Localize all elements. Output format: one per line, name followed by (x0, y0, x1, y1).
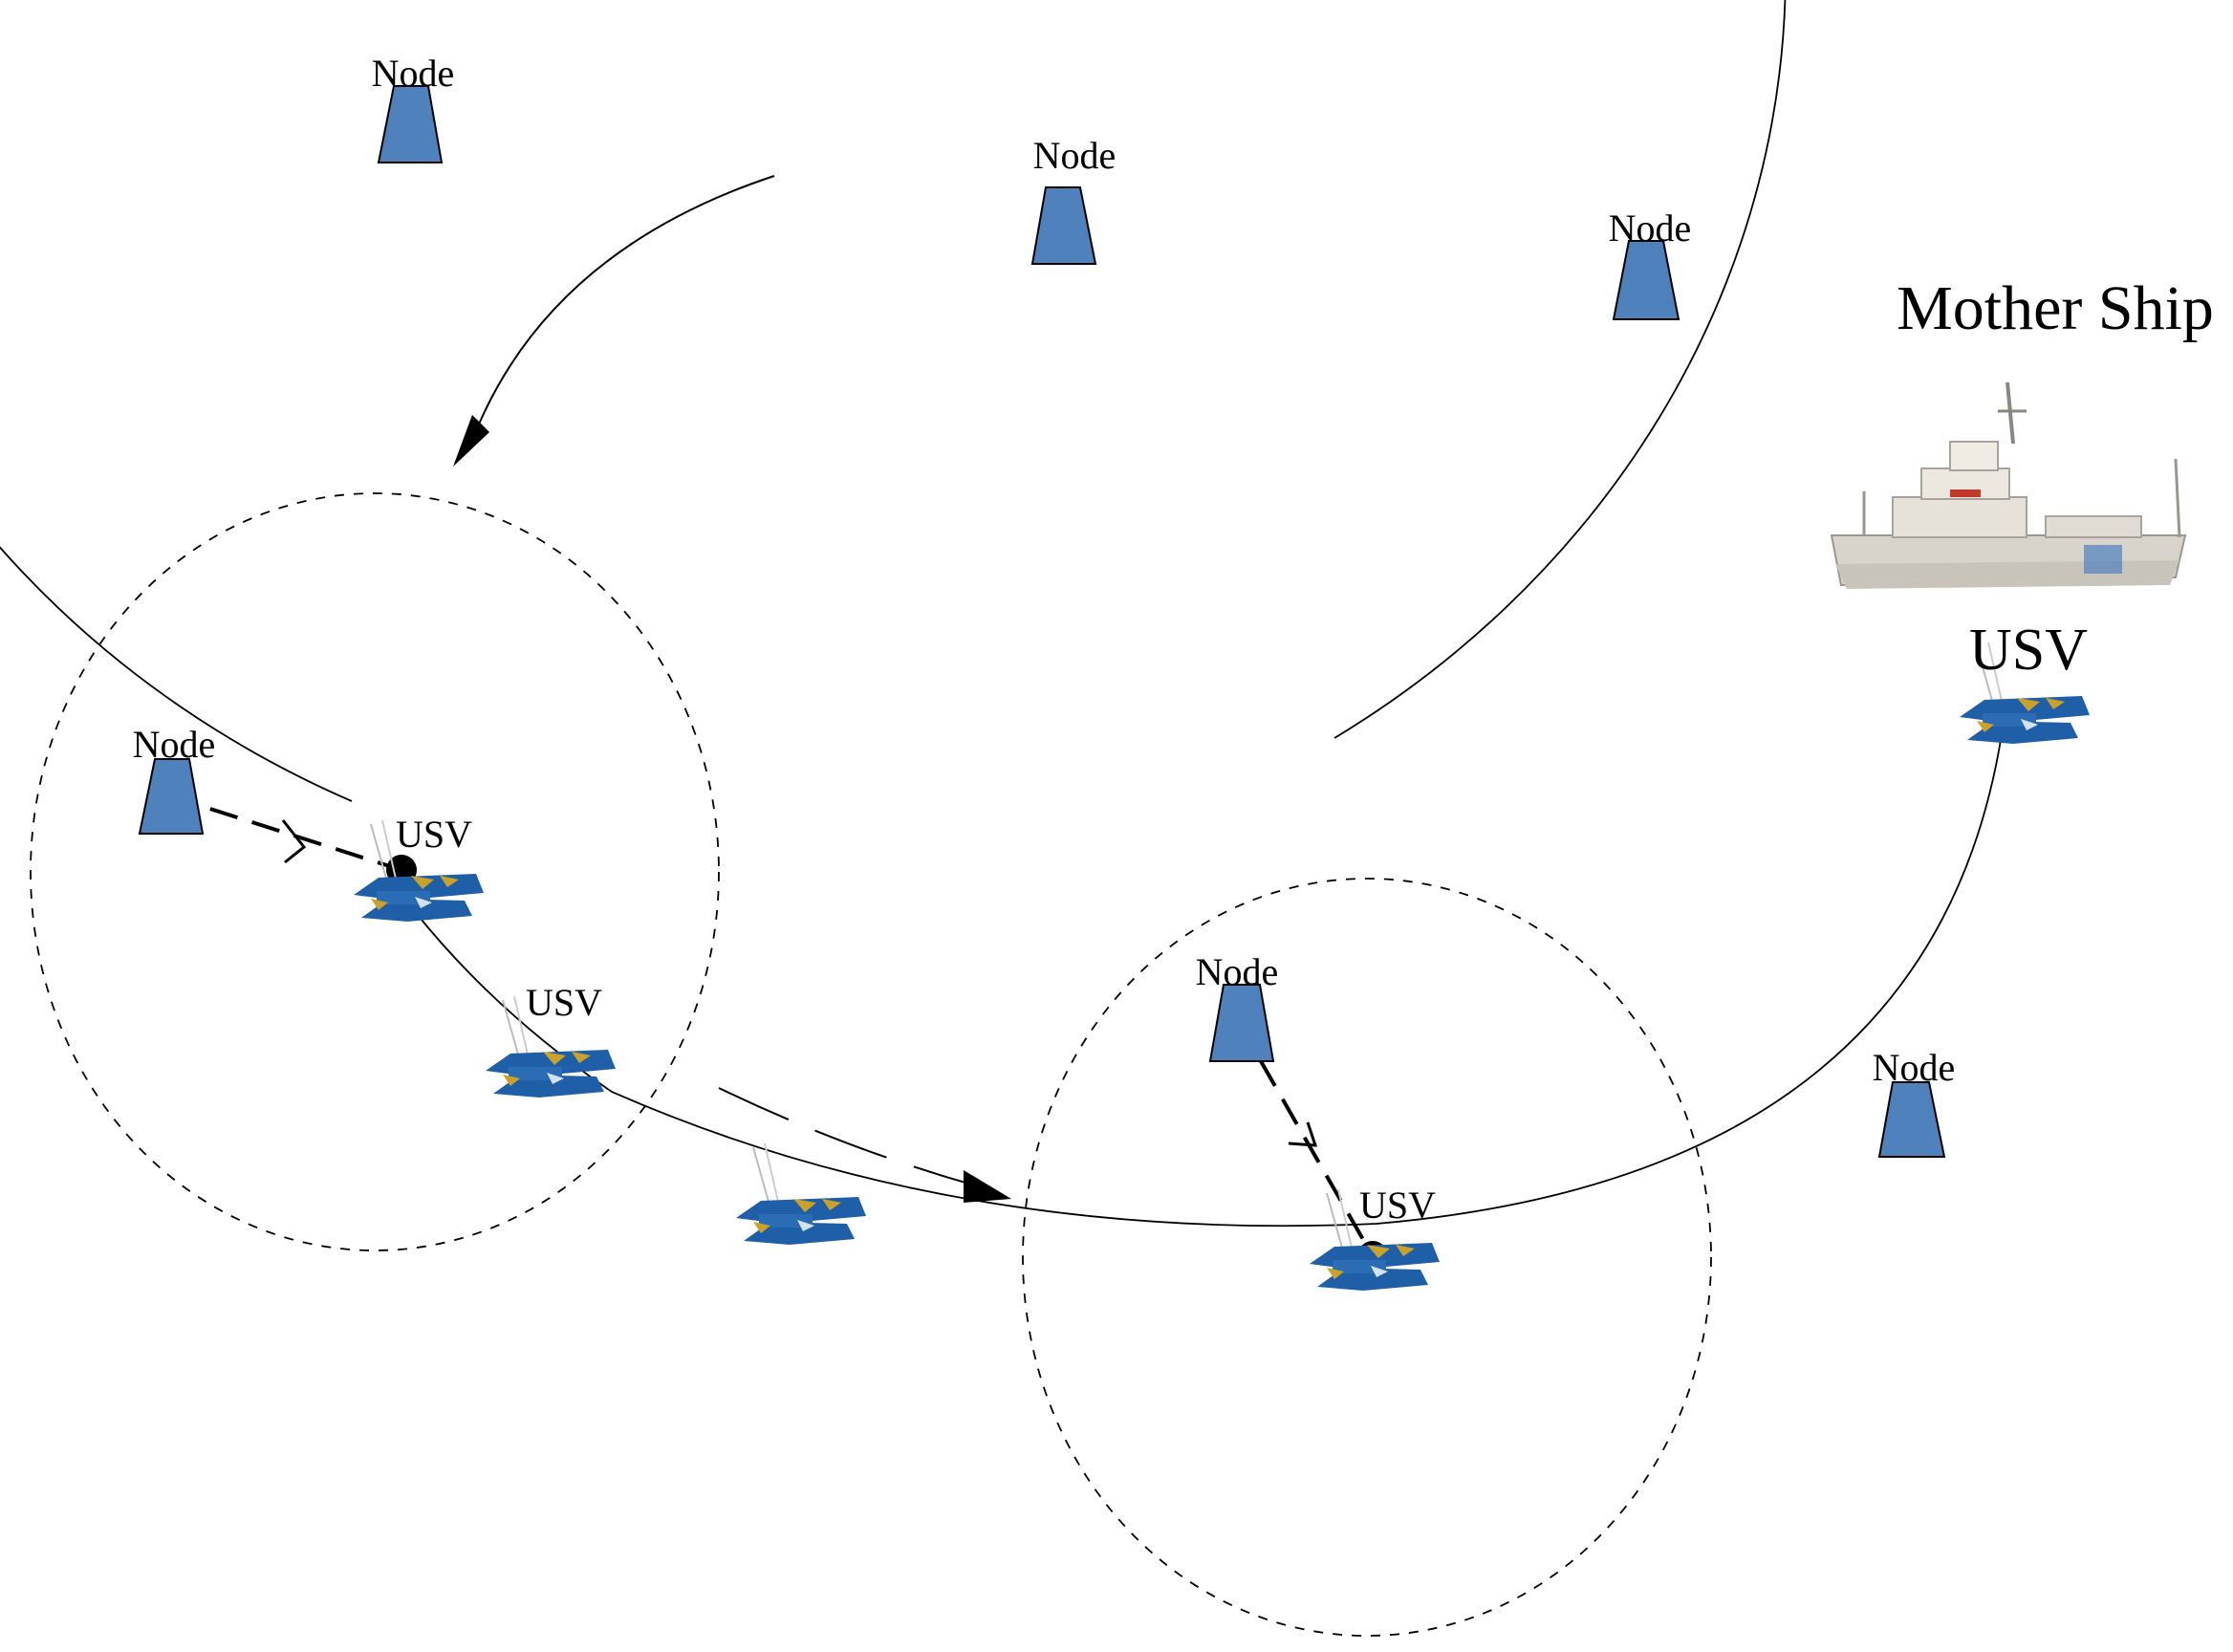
range-circle-left (30, 492, 720, 1251)
usv-label: USV (1969, 618, 2088, 683)
range-circle-right (1022, 878, 1712, 1637)
usv-label: USV (1359, 1184, 1436, 1227)
usv-label: USV (396, 813, 472, 856)
node-label: Node (1609, 206, 1692, 250)
direction-arrow-top (453, 175, 775, 467)
node-buoy-icon (1030, 186, 1097, 265)
node-label: Node (133, 723, 216, 766)
node-buoy-icon (1877, 1081, 1946, 1158)
node-label: Node (372, 52, 455, 95)
node-1: Node (372, 52, 455, 163)
usv-1: USV (353, 813, 485, 923)
node-label: Node (1196, 950, 1279, 993)
usv-boat-icon (735, 1142, 867, 1246)
node-label: Node (1033, 134, 1116, 177)
node-buoy-icon (1612, 240, 1680, 320)
usv-2: USV (485, 981, 617, 1098)
node-4: Node (133, 723, 216, 835)
usv-4: USV (1309, 1184, 1441, 1292)
usv-label: USV (526, 981, 602, 1024)
node-buoy-icon (377, 85, 444, 163)
node-buoy-icon (138, 758, 205, 835)
usv-5: USV (1959, 618, 2091, 745)
node-5: Node (1196, 950, 1279, 1062)
direction-arrow-bottom (718, 1087, 1011, 1203)
node-3: Node (1609, 206, 1692, 320)
usv-3 (735, 1142, 867, 1246)
route-ellipse-upper (0, 0, 1787, 802)
node-2: Node (1030, 134, 1116, 265)
mother-ship: Mother Ship (1830, 273, 2214, 589)
node-6: Node (1873, 1046, 1956, 1158)
node-label: Node (1873, 1046, 1956, 1089)
node-buoy-icon (1208, 984, 1275, 1062)
mother-ship-icon (1830, 381, 2187, 589)
mother-ship-label: Mother Ship (1897, 273, 2214, 343)
